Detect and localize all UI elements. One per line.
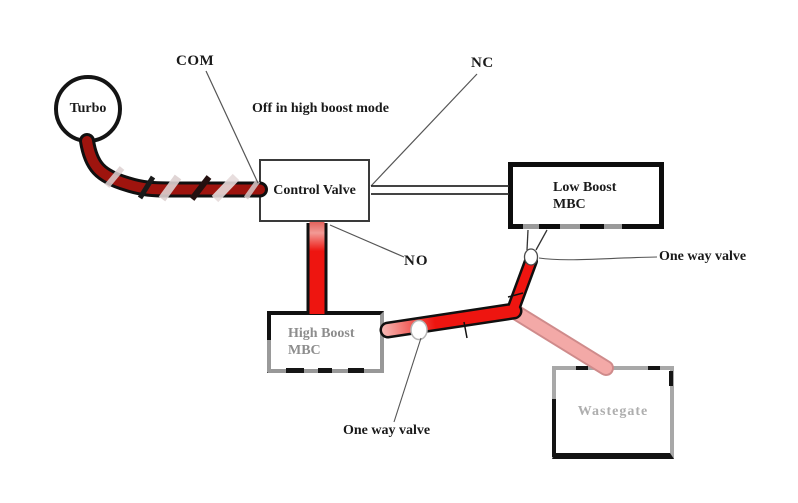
nc-port-label: NC <box>471 55 494 71</box>
wastegate-label: Wastegate <box>577 404 649 419</box>
watermark-dash <box>560 224 580 229</box>
no-leader-line <box>329 224 405 258</box>
watermark-streak <box>211 173 240 203</box>
watermark-dash <box>348 368 364 373</box>
watermark-streak <box>243 179 261 200</box>
watermark-streak <box>137 175 156 200</box>
turbo-label: Turbo <box>69 101 107 116</box>
watermark-streak <box>189 175 212 201</box>
one-way-valve-right-label: One way valve <box>659 249 747 264</box>
high-boost-mbc-label: High Boost MBC <box>288 326 355 358</box>
watermark-dash <box>523 224 539 229</box>
low-boost-valve-line <box>535 229 548 251</box>
watermark-streak <box>104 166 125 188</box>
wastegate-tube-edge <box>504 302 614 376</box>
junction-left-branch <box>382 305 520 336</box>
watermark-streak <box>158 174 182 202</box>
wastegate-tube <box>506 304 612 374</box>
junction-up-branch-outline <box>507 254 538 314</box>
turbo-node: Turbo <box>54 75 122 143</box>
watermark-dash <box>286 368 304 373</box>
one-way-valve-icon <box>410 319 428 341</box>
one-way-valve-bottom-leader <box>393 337 422 423</box>
watermark-dash <box>669 371 673 386</box>
turbo-hose-outline <box>79 133 268 198</box>
low-boost-mbc-label: Low Boost MBC <box>553 180 617 212</box>
one-way-valve-bottom-label: One way valve <box>343 423 431 438</box>
watermark-dash <box>604 224 622 229</box>
watermark-dash <box>318 368 332 373</box>
high-boost-mbc-node: High Boost MBC <box>267 311 384 373</box>
tube-seam <box>507 292 524 298</box>
watermark-dash <box>552 399 556 457</box>
watermark-dash <box>267 340 271 372</box>
control-valve-label: Control Valve <box>273 182 356 198</box>
control-valve-node: Control Valve <box>259 159 370 222</box>
one-way-valve-icon <box>523 248 539 266</box>
wastegate-node: Wastegate <box>552 366 674 459</box>
turbo-hose <box>82 136 265 195</box>
mode-note-label: Off in high boost mode <box>252 101 389 116</box>
watermark-dash <box>648 366 660 370</box>
tube-seam <box>463 321 468 339</box>
nc-leader-line <box>370 73 478 187</box>
junction-left-branch-outline <box>379 302 523 339</box>
no-port-label: NO <box>404 253 429 269</box>
com-leader-line <box>205 70 259 184</box>
low-boost-valve-line <box>526 229 529 251</box>
low-boost-mbc-node: Low Boost MBC <box>508 162 664 229</box>
junction-up-branch <box>509 256 536 312</box>
watermark-dash <box>576 366 588 370</box>
com-port-label: COM <box>176 53 215 69</box>
one-way-valve-right-leader <box>538 256 658 261</box>
